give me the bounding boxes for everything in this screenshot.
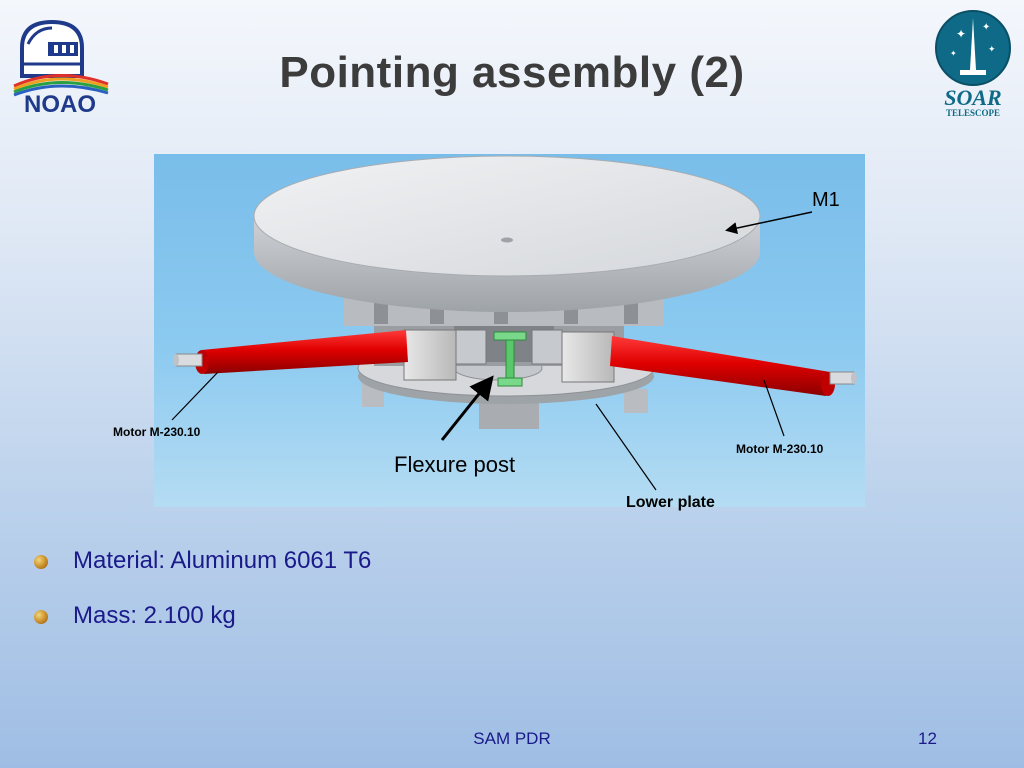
pointing-assembly-cad-image: [154, 154, 865, 507]
slide-title: Pointing assembly (2): [279, 48, 745, 97]
label-lower-plate: Lower plate: [626, 494, 715, 511]
svg-text:✦: ✦: [982, 22, 990, 33]
label-m1: M1: [812, 189, 840, 211]
svg-text:✦: ✦: [956, 27, 966, 41]
motor-housing-left: [403, 329, 457, 381]
label-motor-right: Motor M-230.10: [736, 442, 824, 456]
motor-right: [610, 336, 830, 396]
svg-text:✦: ✦: [988, 45, 996, 55]
noao-logo: NOAO: [8, 14, 112, 118]
bullet-icon: [34, 555, 48, 569]
motor-housing-right: [561, 331, 615, 383]
page-number: 12: [918, 729, 937, 748]
bullet-text: Mass: 2.100 kg: [73, 602, 236, 629]
motor-left: [202, 330, 408, 374]
bullet-text: Material: Aluminum 6061 T6: [73, 547, 372, 574]
footer-title: SAM PDR: [473, 729, 551, 748]
label-motor-left: Motor M-230.10: [113, 425, 201, 439]
svg-text:✦: ✦: [950, 49, 957, 58]
lower-plate-leg: [624, 389, 648, 413]
noao-logo-text: NOAO: [24, 91, 96, 114]
bullet-icon: [34, 610, 48, 624]
soar-telescope-logo: ✦ ✦ ✦ ✦ SOAR TELESCOPE: [930, 10, 1016, 118]
label-flexure-post: Flexure post: [394, 452, 516, 477]
soar-logo-text: SOAR: [944, 85, 1001, 110]
soar-logo-subtext: TELESCOPE: [946, 108, 1000, 118]
